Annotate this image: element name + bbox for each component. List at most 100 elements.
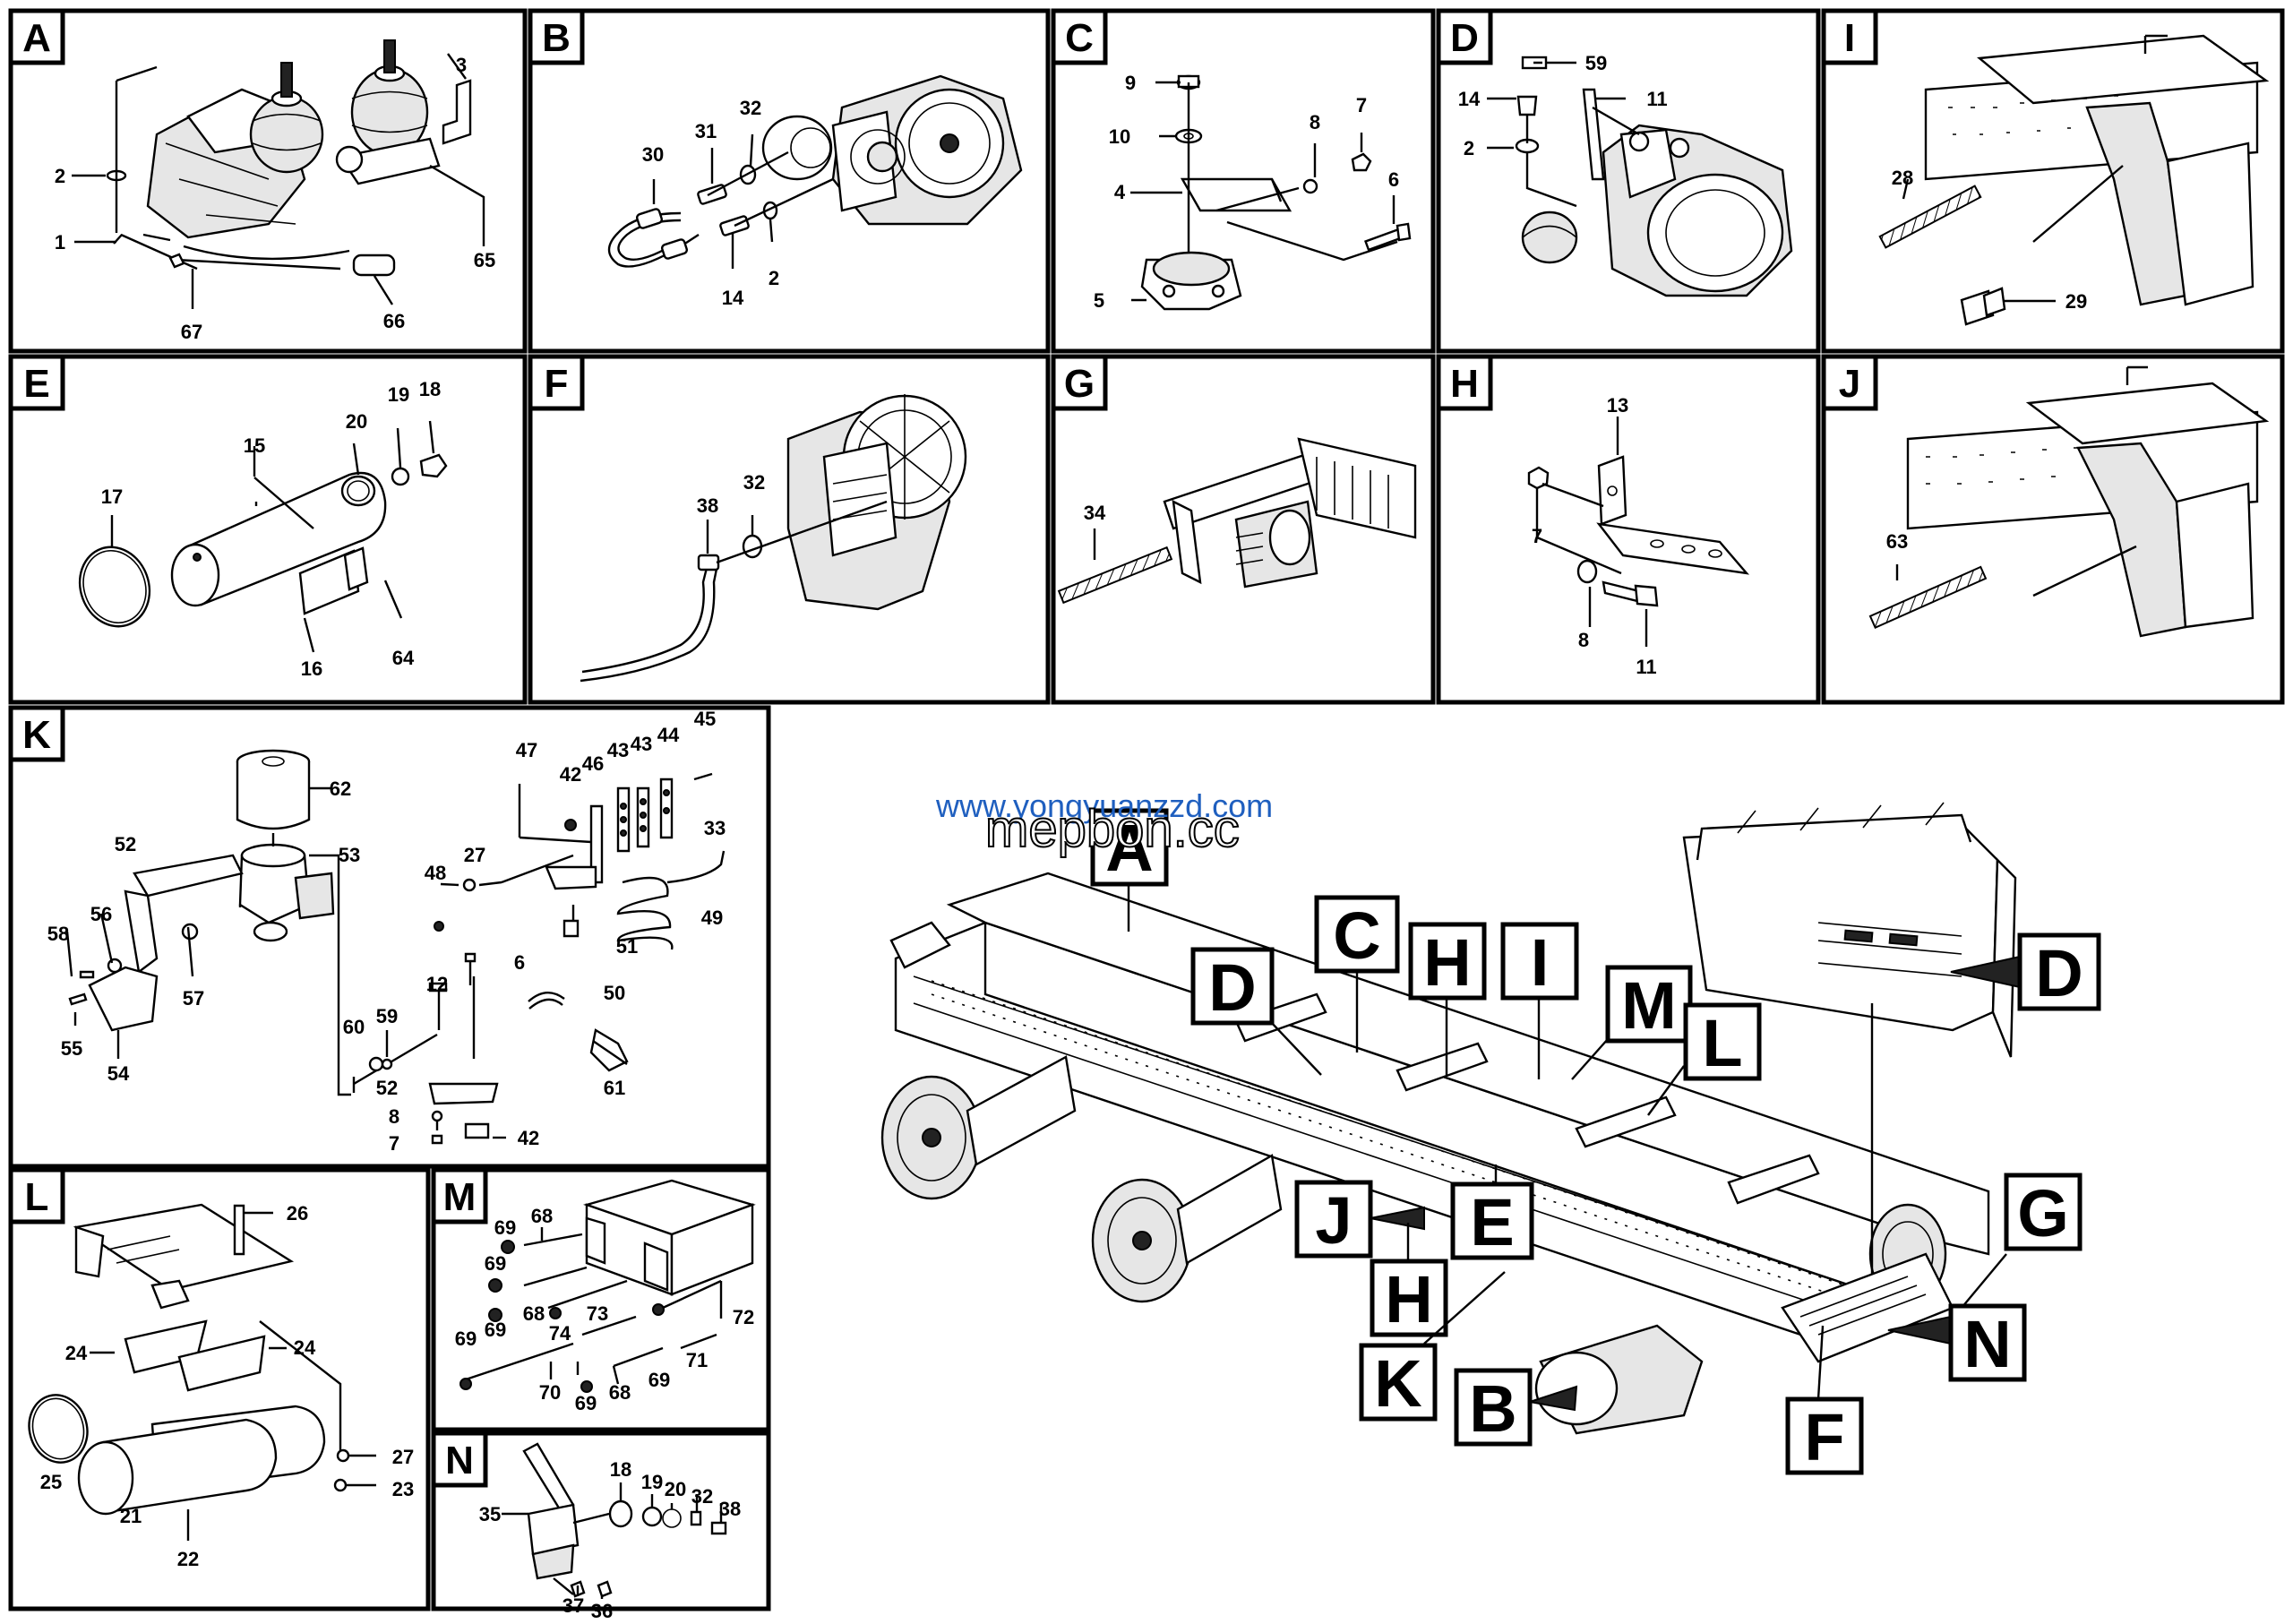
panel-label-j: J [1839,362,1860,406]
callout-n-19: 19 [641,1471,663,1493]
watermark: www.yongyuanzzd.com mepbon.cc [935,787,1273,859]
callout-k-7: 7 [389,1132,399,1155]
overview-label-m: M [1621,968,1677,1043]
overview-label-g: G [2017,1176,2069,1250]
panel-n-callouts: 18 35 19 20 32 38 37 36 [479,1458,741,1622]
panel-i-callouts: 28 29 [1892,167,2087,313]
watermark-url: www.yongyuanzzd.com [935,787,1273,824]
callout-d-14: 14 [1458,88,1481,110]
panel-label-f: F [545,362,569,406]
callout-n-35: 35 [479,1503,501,1525]
panel-label-b: B [542,16,571,60]
callout-n-36: 36 [591,1600,613,1620]
panel-a-drawing [72,39,485,309]
callout-k-48: 48 [425,862,446,884]
callout-k-55: 55 [61,1037,82,1060]
callout-k-46: 46 [582,752,604,775]
callout-l-21: 21 [120,1505,142,1527]
callout-k-59: 59 [376,1005,398,1027]
callout-n-20: 20 [665,1478,686,1500]
callout-i-29: 29 [2065,290,2087,313]
panel-k-callouts: 47 45 42 46 43 43 44 62 53 52 33 48 27 4… [47,708,726,1155]
callout-b-32: 32 [740,97,761,119]
panel-frame-d [1436,8,1821,354]
callout-a-65: 65 [474,249,495,271]
callout-n-38: 38 [719,1498,741,1520]
overview-label-f: F [1804,1400,1844,1474]
overview-marker-f: F [1785,1325,1864,1475]
overview-marker-i: I [1500,922,1579,1079]
callout-k-27: 27 [464,844,485,866]
overview-label-h1: H [1423,925,1471,1000]
callout-e-64: 64 [392,647,415,669]
panel-tab-m: M [431,1167,488,1224]
panel-h-callouts: 13 7 8 11 [1532,394,1657,678]
callout-d-59: 59 [1585,52,1607,74]
panel-tab-l: L [8,1167,65,1224]
callout-k-44: 44 [657,724,680,746]
overview-label-a: A [1105,811,1153,885]
panel-f-drawing [580,394,967,683]
panel-label-m: M [443,1175,477,1219]
callout-j-63: 63 [1886,530,1908,553]
panel-k-drawing [65,749,726,1145]
overview-marker-a: A [1090,808,1169,932]
overview-label-b: B [1469,1371,1516,1446]
panel-tab-e: E [8,354,65,411]
overview-marker-l: L [1647,1002,1762,1116]
callout-g-34: 34 [1084,502,1106,524]
callout-k-6: 6 [514,951,525,974]
panel-a-callouts: 3 2 1 65 67 66 [55,54,495,343]
callout-l-23: 23 [392,1478,414,1500]
panel-frame-f [528,354,1051,705]
callout-k-51: 51 [616,935,638,958]
panel-label-k: K [22,713,51,757]
callout-k-52b: 52 [376,1077,398,1099]
callout-e-16: 16 [301,657,322,680]
callout-k-62: 62 [330,778,351,800]
callout-h-8: 8 [1578,629,1589,651]
callout-b-14: 14 [722,287,744,309]
overview-marker-j: J [1294,1180,1425,1259]
callout-m-74: 74 [549,1322,571,1345]
panel-frame-j [1821,354,2285,705]
callout-k-8: 8 [389,1105,399,1128]
callout-c-6: 6 [1388,168,1399,191]
callout-l-27: 27 [392,1446,414,1468]
panel-tab-b: B [528,8,585,65]
panel-d-callouts: 59 14 11 2 [1458,52,1668,159]
callout-k-60: 60 [343,1016,365,1038]
panel-label-c: C [1065,16,1094,60]
callout-k-61: 61 [604,1077,625,1099]
panel-f-callouts: 38 32 [697,471,765,517]
panel-b-callouts: 31 32 30 14 2 [642,97,779,309]
overview-label-k: K [1374,1346,1421,1421]
overview-marker-c: C [1314,895,1400,1053]
callout-i-28: 28 [1892,167,1913,189]
watermark-brand: mepbon.cc [985,800,1240,858]
overview-marker-d1: D [1190,947,1322,1076]
overview-label-d2: D [2035,936,2083,1010]
callout-c-8: 8 [1310,111,1320,133]
callout-k-56: 56 [90,903,112,925]
overview-label-j: J [1315,1183,1352,1258]
callout-k-45: 45 [694,708,716,730]
panel-frame-m [431,1167,771,1432]
panel-label-e: E [23,362,49,406]
overview-markers: A C H I M D D L G J E H N K B F [1090,808,2101,1475]
panel-letter-tabs: A B C D I E F G H J K L M N [8,8,1878,1488]
overview-marker-g: G [1961,1173,2083,1309]
panel-frame-k [8,705,771,1169]
callout-m-68c: 68 [609,1381,631,1404]
overview-label-l: L [1702,1006,1742,1080]
callout-c-7: 7 [1356,94,1367,116]
callout-a-3: 3 [456,54,467,76]
callout-k-43a: 43 [607,739,629,761]
callout-a-2: 2 [55,165,65,187]
panel-label-g: G [1064,362,1095,406]
overview-label-e: E [1470,1185,1514,1259]
panel-frame-a [8,8,528,354]
callout-m-70: 70 [539,1381,561,1404]
callout-f-32: 32 [743,471,765,494]
